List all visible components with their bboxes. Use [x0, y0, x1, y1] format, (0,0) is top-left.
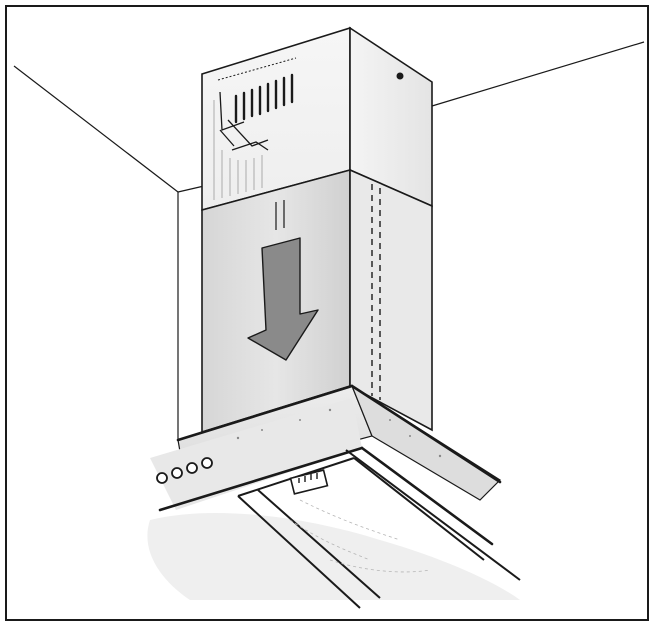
light-module [289, 469, 329, 495]
upper-front-hatching [213, 100, 263, 200]
mounting-bracket [219, 91, 269, 151]
control-knob-2 [171, 467, 183, 479]
control-knob-3 [186, 462, 198, 474]
lower-side-dashes [371, 184, 381, 400]
hood-body [150, 384, 521, 609]
chimney [201, 26, 433, 434]
surface-speckles [236, 408, 442, 458]
vent-slots [234, 73, 294, 124]
room-outline [13, 41, 645, 440]
screw-hole [396, 72, 404, 80]
light-module-slots [298, 473, 318, 483]
motion-lines [275, 200, 285, 230]
hood-front [150, 398, 362, 510]
underside-hatching [289, 499, 431, 573]
control-knobs [156, 457, 213, 484]
control-knob-1 [156, 472, 168, 484]
hood-edges [158, 384, 502, 546]
control-knob-4 [201, 457, 213, 469]
vent-slots-top [217, 57, 297, 81]
down-arrow-icon [247, 237, 319, 361]
chimney-lower-side [349, 168, 433, 432]
